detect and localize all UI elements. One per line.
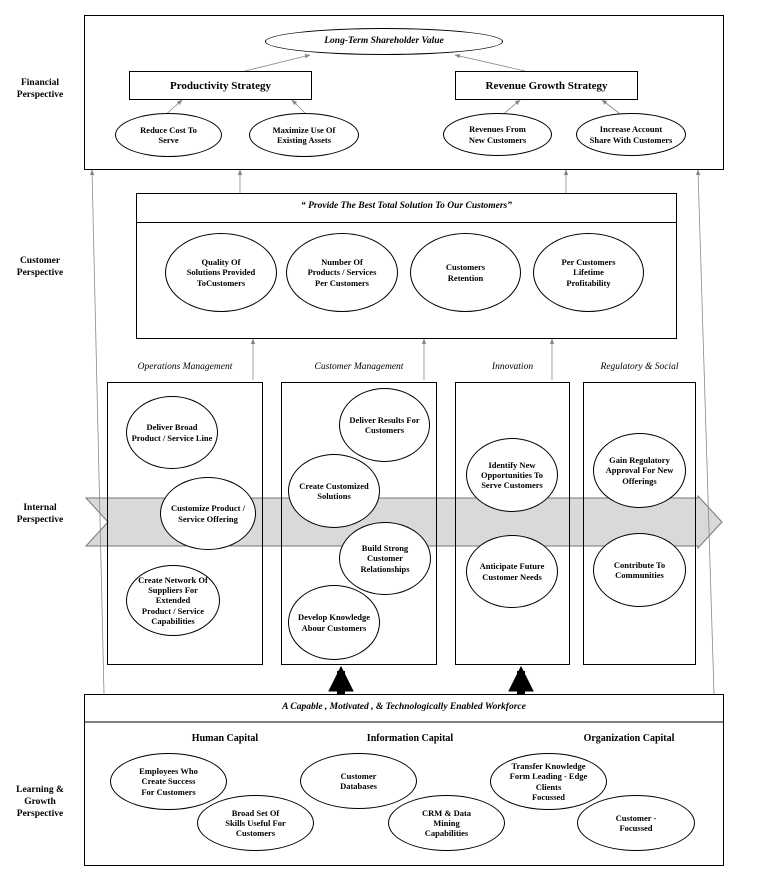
number-products-oval: Number Of Products / Services Per Custom…: [286, 233, 398, 312]
revenues-new-customers-oval: Revenues From New Customers: [443, 113, 552, 156]
customer-perspective-label: Customer Perspective: [16, 256, 64, 278]
innovation-title: Innovation: [491, 362, 534, 372]
long-term-shareholder-value: Long-Term Shareholder Value: [265, 28, 503, 55]
employees-success-oval: Employees Who Create Success For Custome…: [110, 753, 227, 810]
crm-data-mining-oval: CRM & Data Mining Capabilities: [388, 795, 505, 851]
customize-product-oval: Customize Product / Service Offering: [160, 477, 256, 550]
customized-solutions-oval: Create Customized Solutions: [288, 454, 380, 528]
learning-box: [84, 694, 724, 866]
arrow-revenue-value: [454, 53, 526, 72]
increase-account-share-oval: Increase Account Share With Customers: [576, 113, 686, 156]
develop-knowledge-oval: Develop Knowledge Abour Customers: [288, 585, 380, 660]
transfer-knowledge-oval: Transfer Knowledge Form Leading - Edge C…: [490, 753, 607, 810]
human-capital-heading: Human Capital: [191, 733, 259, 744]
contribute-communities-oval: Contribute To Communities: [593, 533, 686, 607]
workforce-statement: A Capable , Motivated , & Technologicall…: [282, 702, 526, 712]
information-capital-heading: Information Capital: [366, 733, 454, 744]
customer-databases-oval: Customer Databases: [300, 753, 417, 809]
broad-skills-oval: Broad Set Of Skills Useful For Customers: [197, 795, 314, 851]
revenue-growth-strategy-box: Revenue Growth Strategy: [455, 71, 638, 100]
deliver-broad-product-oval: Deliver Broad Product / Service Line: [126, 396, 218, 469]
customer-focussed-oval: Customer - Focussed: [577, 795, 695, 851]
organization-capital-heading: Organization Capital: [583, 733, 675, 744]
deliver-results-oval: Deliver Results For Customers: [339, 388, 430, 462]
maximize-assets-oval: Maximize Use Of Existing Assets: [249, 113, 359, 157]
arrow-productivity-value: [244, 54, 311, 72]
customer-management-title: Customer Management: [314, 362, 404, 372]
proposition-divider: [136, 222, 677, 223]
regulatory-approval-oval: Gain Regulatory Approval For New Offerin…: [593, 433, 686, 508]
regulatory-social-column: [583, 382, 696, 665]
innovation-column: [455, 382, 570, 665]
customer-management-column: [281, 382, 437, 665]
value-proposition: “ Provide The Best Total Solution To Our…: [301, 201, 512, 211]
regulatory-social-title: Regulatory & Social: [600, 362, 679, 372]
identify-opportunities-oval: Identify New Opportunities To Serve Cust…: [466, 438, 558, 512]
arrow-learning-fin-right: [695, 169, 715, 695]
internal-perspective-label: Internal Perspective: [16, 503, 64, 525]
learning-perspective-label: Learning & Growth Perspective: [16, 785, 64, 819]
quality-solutions-oval: Quality Of Solutions Provided ToCustomer…: [165, 233, 277, 312]
supplier-network-oval: Create Network Of Suppliers For Extended…: [126, 565, 220, 636]
arrow-learning-fin-left: [89, 169, 105, 695]
customer-box: [136, 193, 677, 339]
productivity-strategy-box: Productivity Strategy: [129, 71, 312, 100]
financial-perspective-label: Financial Perspective: [16, 78, 64, 100]
lifetime-profitability-oval: Per Customers Lifetime Profitability: [533, 233, 644, 312]
financial-box: [84, 15, 724, 170]
anticipate-needs-oval: Anticipate Future Customer Needs: [466, 535, 558, 608]
customer-retention-oval: Customers Retention: [410, 233, 521, 312]
ops-management-title: Operations Management: [137, 362, 233, 372]
strong-relationships-oval: Build Strong Customer Relationships: [339, 522, 431, 595]
ops-management-column: [107, 382, 263, 665]
reduce-cost-oval: Reduce Cost To Serve: [115, 113, 222, 157]
